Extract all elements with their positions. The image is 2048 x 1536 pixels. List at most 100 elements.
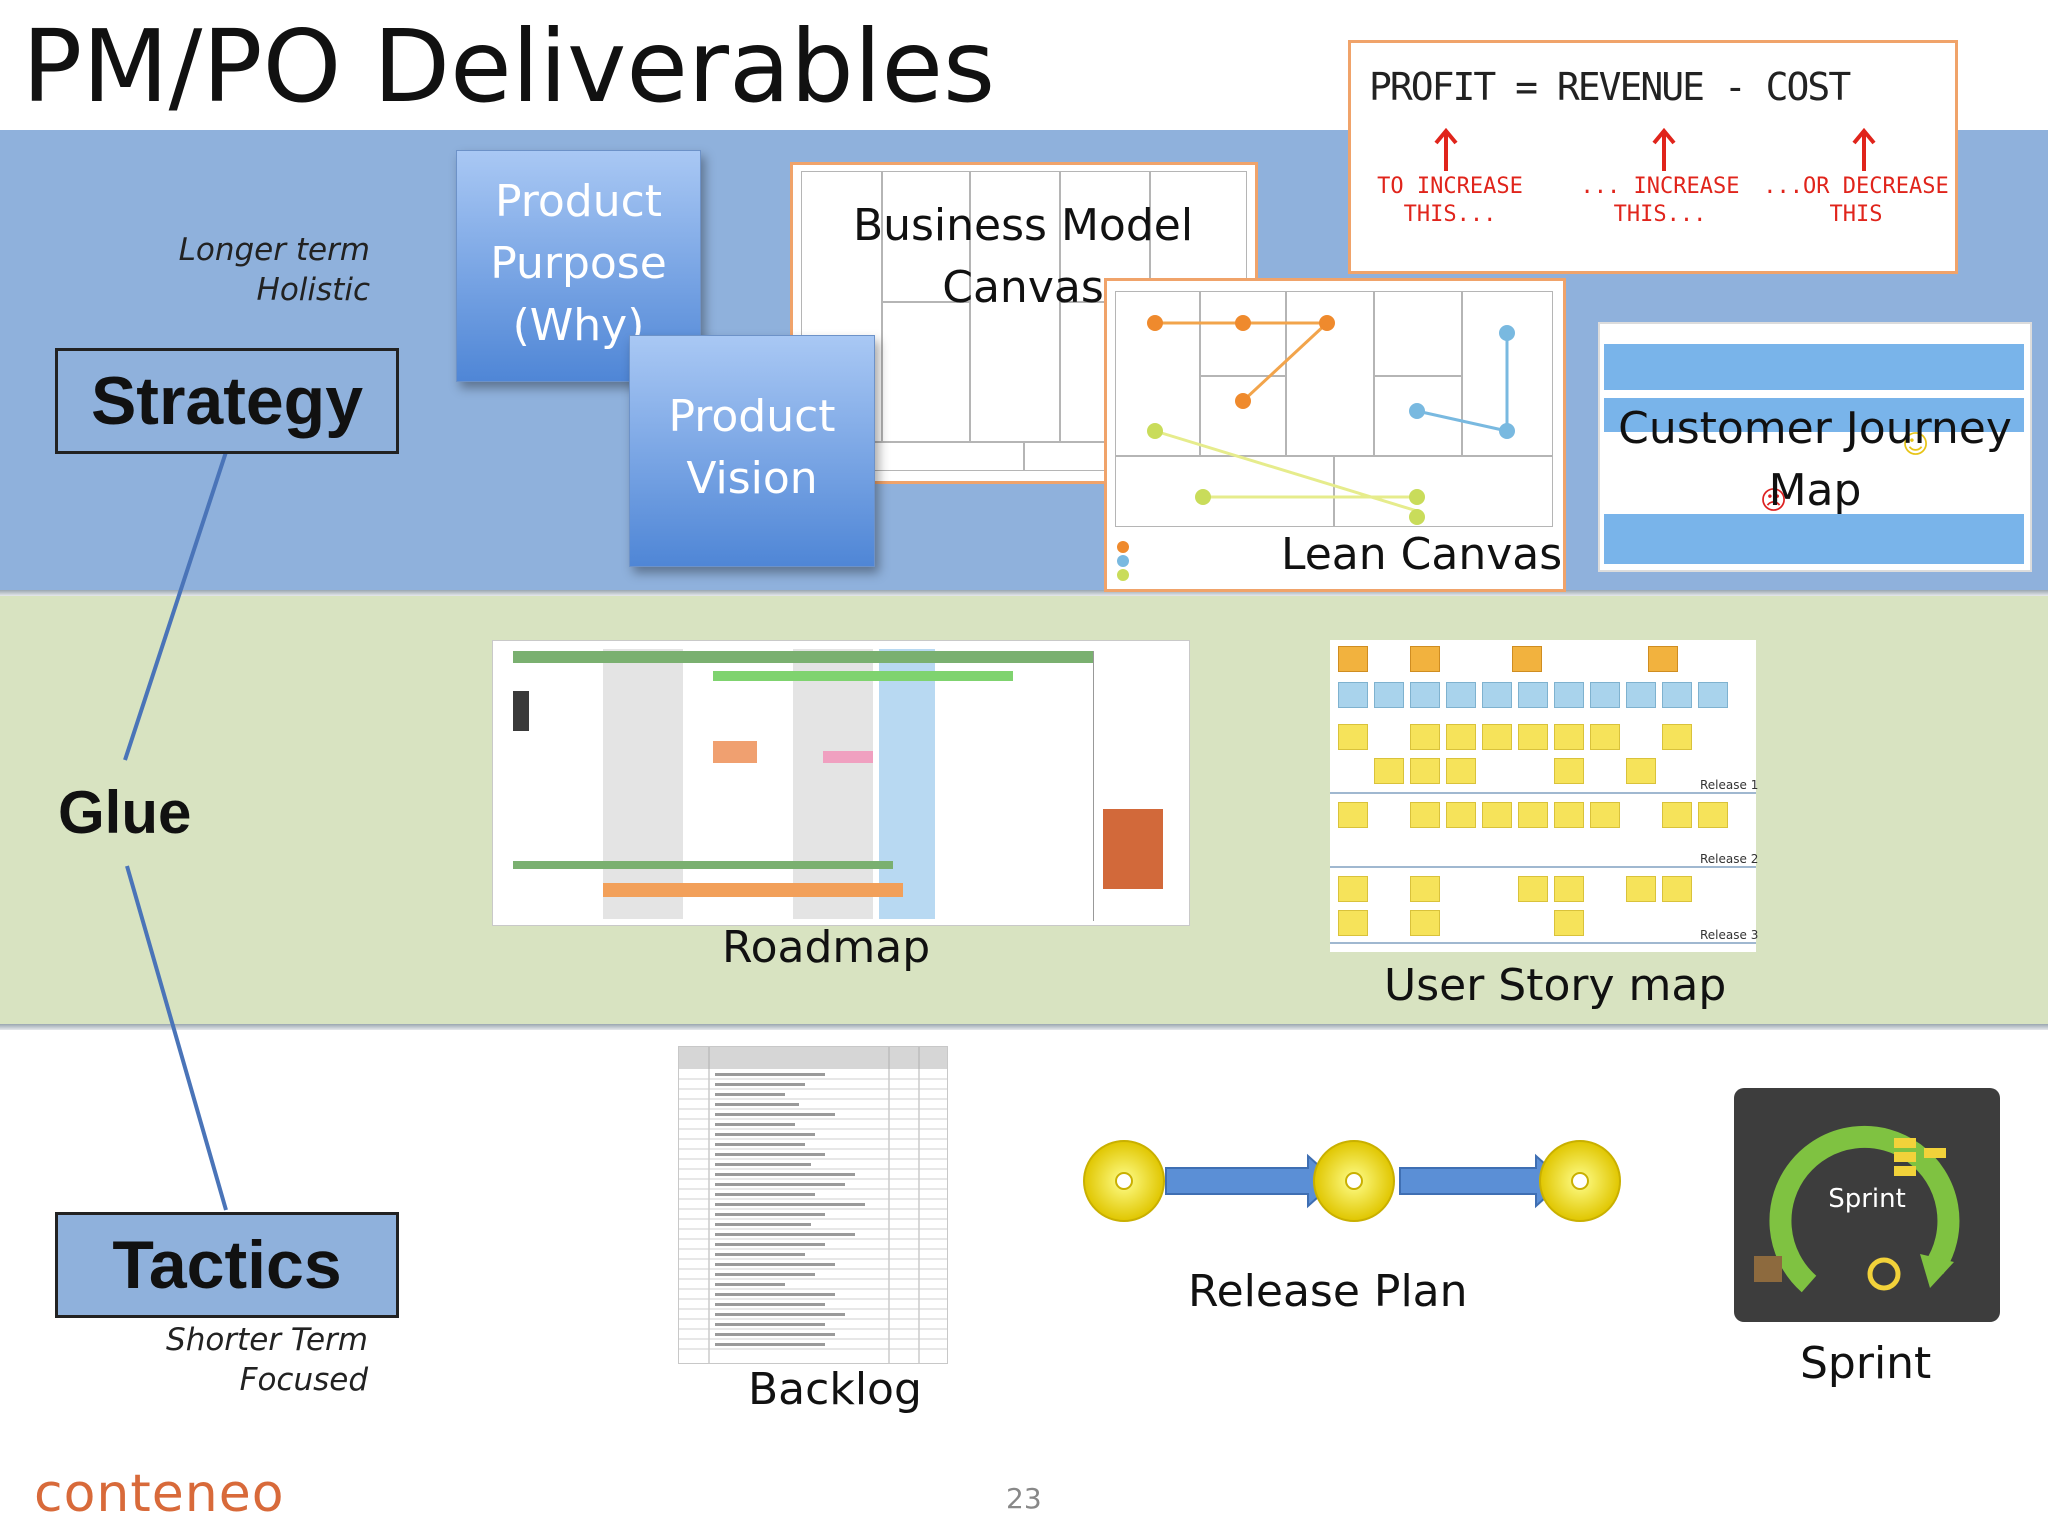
usm-activity-note bbox=[1410, 646, 1440, 672]
bmc-cell bbox=[969, 171, 1061, 443]
lean-cell bbox=[1199, 291, 1287, 377]
usm-story-note bbox=[1338, 876, 1368, 902]
lean-dot bbox=[1147, 315, 1163, 331]
backlog-caption: Backlog bbox=[748, 1364, 922, 1415]
customer-journey-map-caption: Customer Journey Map bbox=[1600, 398, 2030, 522]
lean-cell bbox=[1115, 291, 1201, 457]
band-divider bbox=[0, 590, 2048, 596]
product-vision-line1: Product bbox=[668, 391, 836, 442]
release-box-icon bbox=[1754, 1256, 1782, 1282]
lean-canvas-image: Lean Canvas bbox=[1104, 278, 1566, 592]
sprint-image: Sprint bbox=[1734, 1088, 2000, 1322]
product-purpose-line2: Purpose bbox=[490, 238, 667, 289]
happy-face-icon: ☺ bbox=[1902, 430, 1930, 460]
usm-task-note bbox=[1590, 682, 1620, 708]
profit-note-left-line2: THIS... bbox=[1403, 202, 1497, 227]
usm-story-note bbox=[1410, 802, 1440, 828]
usm-story-note bbox=[1446, 724, 1476, 750]
roadmap-block bbox=[713, 741, 757, 763]
lean-canvas-caption: Lean Canvas bbox=[1281, 529, 1563, 580]
usm-story-note bbox=[1590, 802, 1620, 828]
lean-cell bbox=[1115, 455, 1335, 527]
roadmap-bar bbox=[513, 651, 1093, 663]
usm-story-note bbox=[1518, 802, 1548, 828]
strategy-label: Strategy bbox=[55, 348, 399, 454]
usm-task-note bbox=[1410, 682, 1440, 708]
bmc-caption-line2: Canvas bbox=[942, 262, 1104, 313]
usm-story-note bbox=[1554, 802, 1584, 828]
roadmap-caption: Roadmap bbox=[722, 922, 931, 973]
usm-story-note bbox=[1482, 802, 1512, 828]
usm-story-note bbox=[1698, 802, 1728, 828]
profit-equation-top: PROFIT = REVENUE - COST bbox=[1369, 65, 1851, 109]
usm-task-note bbox=[1482, 682, 1512, 708]
profit-note-right-line2: THIS bbox=[1829, 202, 1883, 227]
lean-dot bbox=[1147, 423, 1163, 439]
usm-story-note bbox=[1662, 724, 1692, 750]
usm-story-note bbox=[1338, 910, 1368, 936]
roadmap-column bbox=[603, 649, 683, 919]
user-story-map-caption: User Story map bbox=[1384, 960, 1727, 1011]
tactics-note-line1: Shorter Term bbox=[166, 1322, 368, 1358]
lean-cell bbox=[1461, 291, 1553, 457]
connector-strategy-glue bbox=[123, 451, 228, 761]
usm-task-note bbox=[1446, 682, 1476, 708]
usm-task-note bbox=[1518, 682, 1548, 708]
usm-story-note bbox=[1554, 876, 1584, 902]
profit-note-mid-line2: THIS... bbox=[1613, 202, 1707, 227]
usm-story-note bbox=[1554, 910, 1584, 936]
sprint-center-label: Sprint bbox=[1828, 1184, 1906, 1214]
lean-dot bbox=[1409, 403, 1425, 419]
release-plan-diagram bbox=[1083, 1140, 1621, 1222]
usm-task-note bbox=[1374, 682, 1404, 708]
bmc-cell bbox=[881, 301, 971, 443]
product-purpose-line1: Product bbox=[494, 176, 663, 227]
profit-equation-image: PROFIT = REVENUE - COST TO INCREASE THIS… bbox=[1348, 40, 1958, 274]
backlog-table bbox=[679, 1047, 947, 1363]
roadmap-block bbox=[1103, 809, 1163, 889]
usm-release-line bbox=[1330, 792, 1756, 794]
sprint-caption: Sprint bbox=[1800, 1338, 1932, 1389]
lean-cell bbox=[1333, 455, 1553, 527]
roadmap-column bbox=[879, 649, 935, 919]
roadmap-bar bbox=[713, 671, 1013, 681]
usm-task-note bbox=[1626, 682, 1656, 708]
profit-note-mid-line1: ... INCREASE bbox=[1580, 174, 1740, 199]
roadmap-bar bbox=[513, 861, 893, 869]
page-title: PM/PO Deliverables bbox=[22, 8, 996, 125]
usm-release1-label: Release 1 bbox=[1700, 778, 1759, 792]
usm-story-note bbox=[1554, 758, 1584, 784]
usm-task-note bbox=[1662, 682, 1692, 708]
usm-story-note bbox=[1662, 876, 1692, 902]
roadmap-divider bbox=[1093, 651, 1094, 921]
usm-story-note bbox=[1554, 724, 1584, 750]
usm-story-note bbox=[1626, 876, 1656, 902]
user-story-map-image: Release 1 Release 2 Release 3 bbox=[1330, 640, 1759, 952]
cjm-row bbox=[1604, 514, 2024, 564]
usm-story-note bbox=[1626, 758, 1656, 784]
bmc-caption-line1: Business Model bbox=[852, 200, 1194, 251]
usm-story-note bbox=[1410, 758, 1440, 784]
business-model-canvas-caption: Business Model Canvas bbox=[833, 195, 1213, 319]
lean-canvas-links bbox=[1117, 315, 1515, 581]
usm-story-note bbox=[1446, 802, 1476, 828]
profit-note-right-line1: ...OR DECREASE bbox=[1763, 174, 1949, 199]
lean-dot bbox=[1235, 393, 1251, 409]
product-vision-card: Product Vision bbox=[629, 335, 875, 567]
roadmap-bar bbox=[603, 883, 903, 897]
usm-story-note bbox=[1338, 802, 1368, 828]
usm-task-note bbox=[1554, 682, 1584, 708]
lean-dot bbox=[1319, 315, 1335, 331]
usm-story-note bbox=[1410, 876, 1440, 902]
strategy-note-line1: Longer term bbox=[178, 232, 370, 268]
lean-dot bbox=[1409, 509, 1425, 525]
tactics-note-line2: Focused bbox=[239, 1362, 368, 1398]
profit-arrows bbox=[1434, 127, 1876, 171]
profit-note-left-line1: TO INCREASE bbox=[1377, 174, 1523, 199]
usm-story-note bbox=[1446, 758, 1476, 784]
lean-dot bbox=[1499, 423, 1515, 439]
connector-glue-tactics bbox=[125, 865, 228, 1211]
cjm-row bbox=[1604, 344, 2024, 390]
usm-release2-label: Release 2 bbox=[1700, 852, 1759, 866]
